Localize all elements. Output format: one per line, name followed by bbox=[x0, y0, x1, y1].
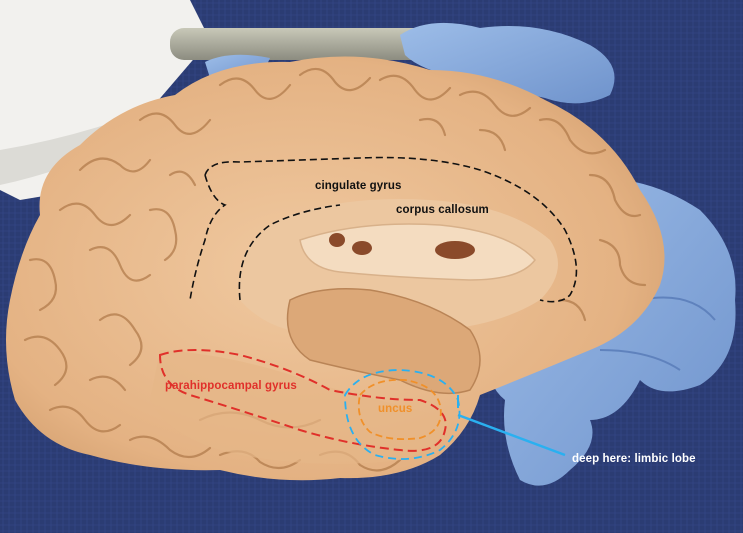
parahippocampal-gyrus-outline bbox=[158, 349, 447, 452]
cingulate-gyrus-label: cingulate gyrus bbox=[315, 180, 402, 192]
gyri-texture bbox=[23, 67, 647, 472]
limbic-pointer-line bbox=[457, 413, 566, 457]
corpus-callosum-band bbox=[299, 223, 536, 281]
cingulate-gyrus-outline bbox=[189, 156, 578, 303]
limbic-lobe-label: deep here: limbic lobe bbox=[572, 453, 696, 465]
uncus-label: uncus bbox=[378, 403, 412, 415]
limbic-lobe-outline bbox=[344, 369, 461, 460]
glove-top bbox=[400, 22, 615, 104]
tube bbox=[170, 28, 470, 60]
ventricle-spot-3 bbox=[435, 241, 475, 259]
ventricle-spot-1 bbox=[329, 233, 345, 247]
uncus-outline bbox=[357, 378, 442, 441]
parahippocampal-gyrus-label: parahippocampal gyrus bbox=[165, 380, 297, 392]
diencephalon-region bbox=[286, 288, 481, 395]
corpus-callosum-label: corpus callosum bbox=[396, 204, 489, 216]
ventricle-spot-2 bbox=[352, 241, 372, 255]
